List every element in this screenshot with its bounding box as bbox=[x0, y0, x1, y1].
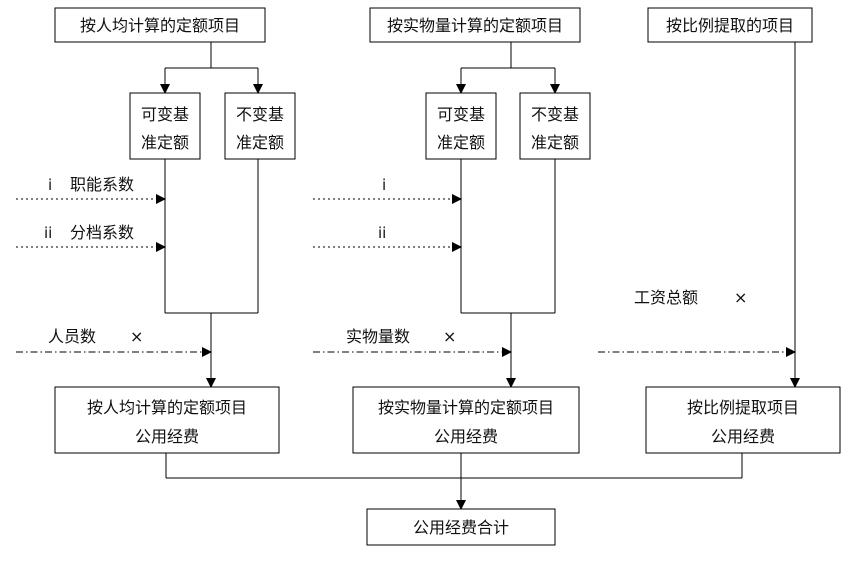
input-physical-quantity: 实物量数 × bbox=[313, 327, 512, 357]
physical-quantity-label: 实物量数 bbox=[346, 327, 410, 346]
input-job-coefficient: i 职能系数 bbox=[16, 175, 166, 204]
result-physical: 按实物量计算的定额项目 公用经费 bbox=[352, 386, 580, 454]
variable-quota-line2: 准定额 bbox=[141, 133, 189, 152]
result-ratio-line2: 公用经费 bbox=[711, 427, 775, 446]
total-label: 公用经费合计 bbox=[413, 518, 509, 537]
roman-i-label: i bbox=[48, 176, 52, 194]
job-coefficient-label: 职能系数 bbox=[70, 175, 134, 194]
result-per-capita-line1: 按人均计算的定额项目 bbox=[87, 398, 247, 417]
input-wage-total: 工资总额 × bbox=[598, 288, 796, 357]
box-variable-quota-middle: 可变基 准定额 bbox=[425, 92, 497, 160]
input-grade-coefficient: ii 分档系数 bbox=[16, 223, 166, 252]
connector-left-branch bbox=[160, 42, 263, 94]
input-headcount: 人员数 × bbox=[16, 327, 212, 357]
merge-bottom bbox=[165, 453, 743, 510]
result-ratio: 按比例提取项目 公用经费 bbox=[645, 386, 841, 454]
fixed-quota-line1: 不变基 bbox=[236, 105, 284, 124]
input-ii-middle: ii bbox=[313, 224, 462, 252]
variable-quota-line1: 可变基 bbox=[141, 105, 189, 124]
box-physical-items: 按实物量计算的定额项目 bbox=[369, 7, 581, 43]
fixed-quota-line1: 不变基 bbox=[531, 105, 579, 124]
box-variable-quota-left: 可变基 准定额 bbox=[129, 92, 201, 160]
times-sign: × bbox=[443, 327, 456, 346]
merge-left bbox=[164, 159, 259, 388]
roman-i-label: i bbox=[382, 176, 386, 194]
connector-middle-branch bbox=[456, 42, 560, 94]
result-per-capita-line2: 公用经费 bbox=[135, 427, 199, 446]
times-sign: × bbox=[734, 288, 747, 307]
wage-total-label: 工资总额 bbox=[634, 288, 698, 307]
roman-ii-label: ii bbox=[44, 224, 52, 242]
roman-ii-label: ii bbox=[378, 224, 386, 242]
box-ratio-items: 按比例提取的项目 bbox=[647, 7, 813, 43]
fixed-quota-line2: 准定额 bbox=[531, 133, 579, 152]
result-physical-line1: 按实物量计算的定额项目 bbox=[378, 398, 554, 417]
times-sign: × bbox=[130, 327, 143, 346]
input-i-middle: i bbox=[313, 176, 462, 204]
box-per-capita-label: 按人均计算的定额项目 bbox=[80, 16, 240, 35]
result-per-capita: 按人均计算的定额项目 公用经费 bbox=[54, 386, 280, 454]
box-fixed-quota-left: 不变基 准定额 bbox=[224, 92, 296, 160]
grade-coefficient-label: 分档系数 bbox=[70, 223, 134, 242]
box-per-capita-items: 按人均计算的定额项目 bbox=[54, 7, 266, 43]
variable-quota-line2: 准定额 bbox=[437, 133, 485, 152]
box-ratio-label: 按比例提取的项目 bbox=[666, 16, 794, 35]
box-total: 公用经费合计 bbox=[366, 508, 556, 546]
merge-middle bbox=[460, 159, 556, 388]
fixed-quota-line2: 准定额 bbox=[236, 133, 284, 152]
headcount-label: 人员数 bbox=[48, 327, 96, 346]
result-ratio-line1: 按比例提取项目 bbox=[687, 398, 799, 417]
result-physical-line2: 公用经费 bbox=[434, 427, 498, 446]
box-physical-label: 按实物量计算的定额项目 bbox=[387, 16, 563, 35]
box-fixed-quota-middle: 不变基 准定额 bbox=[519, 92, 591, 160]
variable-quota-line1: 可变基 bbox=[437, 105, 485, 124]
